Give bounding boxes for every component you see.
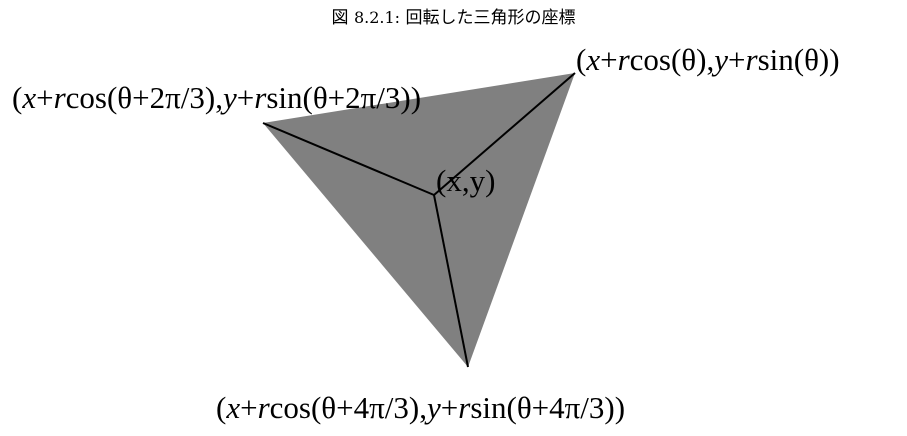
spoke-to-vertex-1: [262, 122, 435, 196]
spoke-to-vertex-2: [433, 194, 469, 368]
vertex-0-label: (x+rcos(θ),y+rsin(θ)): [576, 42, 840, 77]
vertex-1-label: (x+rcos(θ+2π/3),y+rsin(θ+2π/3)): [12, 80, 422, 115]
rotated-triangle: [263, 73, 575, 367]
caption-text: 回転した三角形の座標: [405, 8, 576, 28]
caption-number: 8.2.1:: [353, 8, 401, 27]
vertex-2-label: (x+rcos(θ+4π/3),y+rsin(θ+4π/3)): [216, 390, 626, 425]
caption-prefix: 図: [331, 8, 349, 28]
center-label: (x,y): [436, 163, 496, 198]
figure-caption: 図 8.2.1: 回転した三角形の座標: [0, 3, 907, 28]
spoke-to-vertex-0: [433, 72, 576, 196]
